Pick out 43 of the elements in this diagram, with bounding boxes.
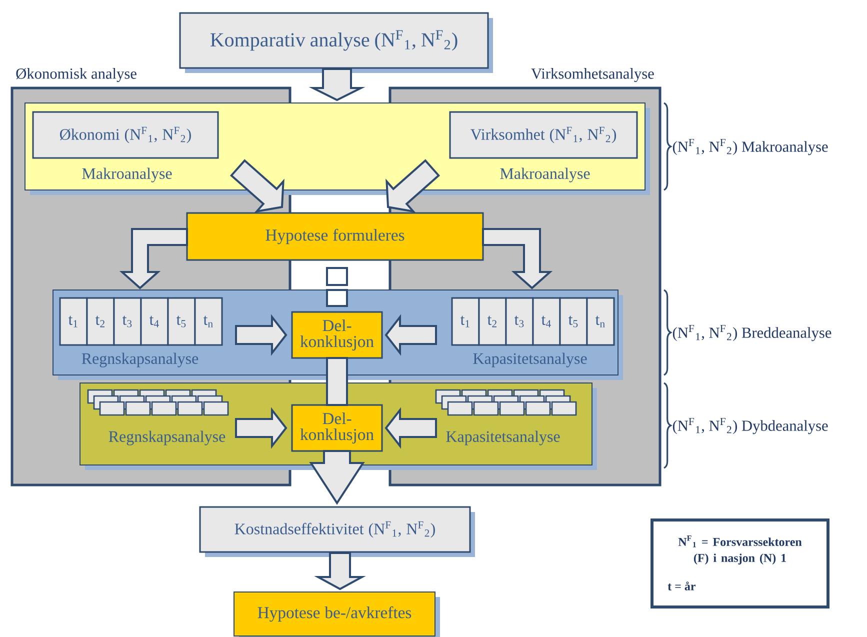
block-arrow — [314, 552, 366, 590]
cell: t$_{5}$ — [559, 297, 588, 346]
key-text: N$^{F}$$_{1}$ = Forsvarssektoren (F) i nasjon (N) 1 — [678, 536, 802, 564]
result-box: Kostnadseffektivitet (N$^{F}$$_{1}$, N$^{F}$$_{2}$) — [199, 506, 475, 557]
conclusion-box: Del- konklusjon — [291, 311, 383, 359]
block-arrow — [482, 228, 553, 290]
cell: t$_{4}$ — [532, 297, 561, 346]
block-arrow — [308, 68, 366, 102]
hypothesis-box: Hypotese be-/avkreftes — [234, 592, 440, 637]
cell: t$_{2}$ — [86, 297, 115, 346]
band-label: Kapasitetsanalyse — [473, 352, 587, 368]
block-arrow — [235, 407, 288, 449]
band-label: Kapasitetsanalyse — [446, 430, 560, 446]
process-box: Økonomi (N$^{F}$$_{1}$, N$^{F}$$_{2}$) — [32, 111, 219, 159]
block-arrow — [326, 267, 348, 307]
conclusion-box: Del- konklusjon — [291, 404, 383, 452]
band-label: Regnskapsanalyse — [82, 352, 198, 368]
block-arrow — [235, 314, 288, 356]
band-label: Regnskapsanalyse — [108, 430, 226, 446]
cell: t$_{5}$ — [167, 297, 196, 346]
cell: t$_{3}$ — [505, 297, 534, 346]
block-arrow — [309, 450, 365, 505]
range-label: (N$^{F}$$_{1}$, N$^{F}$$_{2}$) Makroanalyse — [672, 138, 828, 156]
process-box: Virksomhet (N$^{F}$$_{1}$, N$^{F}$$_{2}$) — [449, 111, 638, 159]
block-arrow — [119, 228, 188, 290]
key-box — [650, 518, 830, 608]
cell: t$_{1}$ — [451, 297, 480, 346]
panel-heading: Økonomisk analyse — [16, 68, 136, 82]
title-box: Komparativ analyse (N$^{F}$$_{1}$, N$^{F}$$_{2}$) — [179, 12, 493, 73]
cell: t$_{n}$ — [194, 297, 223, 346]
key-text: t = år — [668, 582, 696, 590]
cell: t$_{2}$ — [478, 297, 507, 346]
panel-heading: Virksomhetsanalyse — [531, 68, 654, 82]
hypothesis-box: Hypotese formuleres — [186, 212, 484, 261]
cell: t$_{n}$ — [586, 297, 615, 346]
block-arrow — [384, 407, 437, 449]
cell: t$_{1}$ — [59, 297, 88, 346]
cell: t$_{3}$ — [113, 297, 142, 346]
block-arrow — [384, 314, 437, 356]
band-label: Makroanalyse — [82, 168, 172, 182]
band-label: Makroanalyse — [500, 168, 590, 182]
block-arrow — [326, 357, 348, 406]
cell: t$_{4}$ — [140, 297, 169, 346]
